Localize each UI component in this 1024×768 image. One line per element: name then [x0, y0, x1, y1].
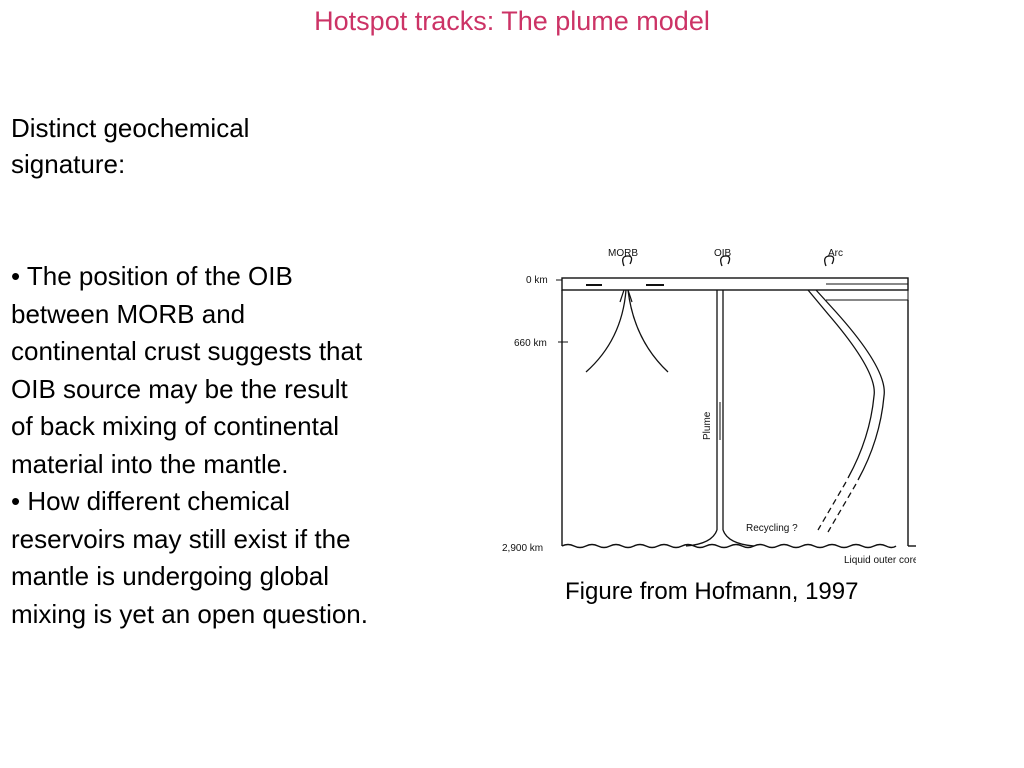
arc-label: Arc	[828, 248, 843, 259]
morb-flow-left	[585, 289, 627, 373]
plume-base-left	[685, 529, 718, 547]
morb-flow-right	[627, 289, 669, 373]
oib-label: OIB	[714, 248, 732, 259]
morb-volcano	[622, 255, 633, 267]
morb-flow-arrows	[619, 289, 633, 303]
depth-label-660: 660 km	[514, 338, 547, 349]
bullet-text: of back mixing of continental	[11, 411, 340, 441]
bullet-text: mantle is undergoing global	[11, 561, 329, 591]
core-mantle-boundary	[561, 543, 897, 549]
oib-volcano	[720, 255, 731, 267]
section-heading: Distinct geochemical signature:	[11, 110, 341, 182]
heading-line: Distinct geochemical	[11, 113, 250, 143]
depth-label-2900: 2,900 km	[502, 543, 543, 554]
bullet-text: OIB source may be the result	[11, 373, 348, 404]
heading-line: signature:	[11, 149, 126, 179]
slab-bottom	[807, 289, 875, 479]
slide-title: Hotspot tracks: The plume model	[314, 6, 710, 36]
bullet-text: reservoirs may still exist if the	[11, 523, 351, 554]
bullet-text: • The position of the OIB	[11, 261, 293, 291]
arc-volcano	[824, 255, 835, 267]
plume-base-right	[722, 529, 755, 547]
morb-label: MORB	[608, 248, 638, 259]
plume-label: Plume	[702, 411, 713, 440]
bullet-text: between MORB and	[11, 298, 246, 329]
depth-label-0: 0 km	[526, 275, 548, 286]
slab-top	[815, 289, 885, 481]
bullet-text: material into the mantle.	[11, 448, 289, 479]
slab-recycling-path	[817, 481, 857, 533]
bullet-text: • How different chemical	[11, 486, 290, 516]
figure-caption: Figure from Hofmann, 1997	[565, 578, 859, 605]
bullet-text: mixing is yet an open question.	[11, 598, 368, 629]
bullet-text: continental crust suggests that	[11, 336, 363, 366]
outer-core-label: Liquid outer core	[844, 555, 916, 566]
mantle-plume-diagram: MORB OIB Arc 0 km 660 km 2,900 km	[502, 248, 916, 566]
recycling-label: Recycling ?	[746, 523, 798, 534]
bullet-list: • The position of the OIB between MORB a…	[11, 258, 451, 633]
